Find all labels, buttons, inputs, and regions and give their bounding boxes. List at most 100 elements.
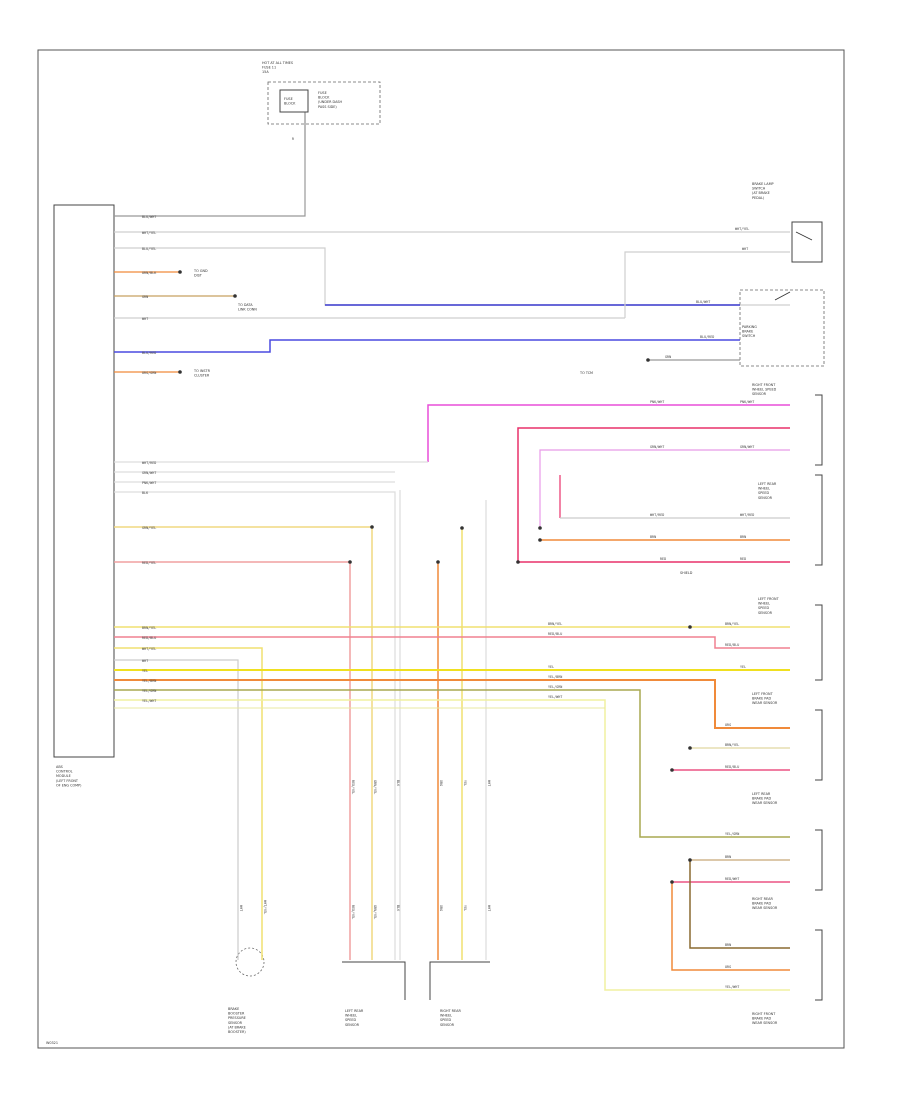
- svg-text:PNK/WHT: PNK/WHT: [650, 400, 664, 404]
- svg-text:RED/BLU: RED/BLU: [548, 632, 562, 636]
- svg-text:BLU/RED: BLU/RED: [142, 351, 156, 355]
- svg-text:YEL/BRN: YEL/BRN: [142, 679, 156, 683]
- svg-text:PNK/WHT: PNK/WHT: [142, 481, 156, 485]
- svg-text:WHT: WHT: [487, 780, 491, 786]
- svg-text:BLK: BLK: [396, 905, 400, 912]
- svg-text:BRN/YEL: BRN/YEL: [548, 622, 562, 626]
- vertical-labels: RED/YEL GRN/YEL BLK ORG YEL WHT RED/YEL …: [239, 780, 491, 919]
- svg-text:BRN: BRN: [740, 535, 746, 539]
- svg-text:BRN: BRN: [725, 855, 731, 859]
- svg-text:BRN/YEL: BRN/YEL: [725, 622, 739, 626]
- svg-text:WHT: WHT: [487, 905, 491, 911]
- svg-text:WHT: WHT: [239, 905, 243, 911]
- svg-text:BRN/YEL: BRN/YEL: [142, 626, 156, 630]
- svg-text:ORG: ORG: [439, 780, 443, 786]
- svg-text:WHT/RED: WHT/RED: [740, 513, 754, 517]
- wire-red-pnk: [517, 427, 790, 562]
- svg-text:WHT: WHT: [142, 659, 148, 663]
- svg-text:YEL: YEL: [463, 905, 467, 911]
- svg-text:YEL/BRN: YEL/BRN: [548, 675, 562, 679]
- svg-text:GRN/YEL: GRN/YEL: [373, 905, 377, 919]
- svg-text:GRN/WHT: GRN/WHT: [142, 471, 156, 475]
- svg-text:RED: RED: [660, 557, 666, 561]
- svg-text:RED: RED: [740, 557, 746, 561]
- abs-module-box: [53, 204, 115, 758]
- svg-text:YEL/WHT: YEL/WHT: [725, 985, 739, 989]
- svg-text:GRN: GRN: [665, 355, 671, 359]
- svg-text:YEL: YEL: [463, 780, 467, 786]
- wire-red-1: [114, 561, 351, 960]
- svg-text:BLK: BLK: [142, 491, 149, 495]
- svg-text:SHIELD: SHIELD: [680, 571, 693, 575]
- svg-text:RED/BLU: RED/BLU: [142, 636, 156, 640]
- svg-text:RED/YEL: RED/YEL: [351, 905, 355, 919]
- svg-text:YEL/WHT: YEL/WHT: [548, 695, 562, 699]
- splice-dots: [178, 270, 692, 884]
- svg-text:ORG: ORG: [725, 965, 731, 969]
- wire-fuse-feed: [114, 150, 306, 217]
- svg-text:YEL: YEL: [142, 669, 148, 673]
- wire-blu-red: [114, 339, 740, 353]
- svg-text:YEL/GRN: YEL/GRN: [548, 685, 562, 689]
- svg-text:BLU/YEL: BLU/YEL: [142, 247, 156, 251]
- svg-text:GRN: GRN: [142, 295, 148, 299]
- svg-text:WHT/RED: WHT/RED: [142, 461, 156, 465]
- svg-text:GRN/WHT: GRN/WHT: [650, 445, 664, 449]
- svg-text:BRN/YEL: BRN/YEL: [725, 743, 739, 747]
- svg-text:GRN/WHT: GRN/WHT: [740, 445, 754, 449]
- svg-text:YEL/GRN: YEL/GRN: [142, 689, 156, 693]
- svg-text:GRN/YEL: GRN/YEL: [373, 780, 377, 794]
- wire-labels-right: WHT/YEL WHT BLU/WHT BLU/RED GRN PNK/WHT …: [548, 227, 754, 989]
- wire-yel-1: [114, 526, 373, 960]
- svg-text:YEL/WHT: YEL/WHT: [142, 699, 156, 703]
- svg-text:WHT/YEL: WHT/YEL: [142, 231, 156, 235]
- svg-text:WHT: WHT: [142, 317, 148, 321]
- svg-text:RED/YEL: RED/YEL: [142, 561, 156, 565]
- svg-text:ORG: ORG: [439, 905, 443, 911]
- svg-text:RED/WHT: RED/WHT: [725, 877, 739, 881]
- svg-text:R: R: [292, 137, 295, 141]
- wire-red-2: [114, 636, 790, 649]
- svg-text:WHT/YEL: WHT/YEL: [263, 900, 267, 914]
- right-brackets: [815, 394, 823, 1001]
- svg-text:RED/BLU: RED/BLU: [725, 643, 739, 647]
- svg-text:PNK/WHT: PNK/WHT: [740, 400, 754, 404]
- diagram-frame: [37, 49, 845, 1049]
- svg-text:BLU/WHT: BLU/WHT: [696, 300, 710, 304]
- svg-text:RED/BLU: RED/BLU: [725, 765, 739, 769]
- svg-text:ORG: ORG: [725, 723, 731, 727]
- wire-labels-left: BLU/WHT WHT/YEL BLU/YEL ORN/BLK GRN WHT …: [142, 215, 157, 703]
- svg-text:GRN/YEL: GRN/YEL: [142, 526, 156, 530]
- svg-text:WHT/RED: WHT/RED: [650, 513, 664, 517]
- svg-text:BLU/RED: BLU/RED: [700, 335, 714, 339]
- svg-text:YEL: YEL: [548, 665, 554, 669]
- svg-text:WHT/YEL: WHT/YEL: [735, 227, 749, 231]
- svg-text:TO TCM: TO TCM: [579, 371, 593, 375]
- wire-pink: [427, 404, 790, 462]
